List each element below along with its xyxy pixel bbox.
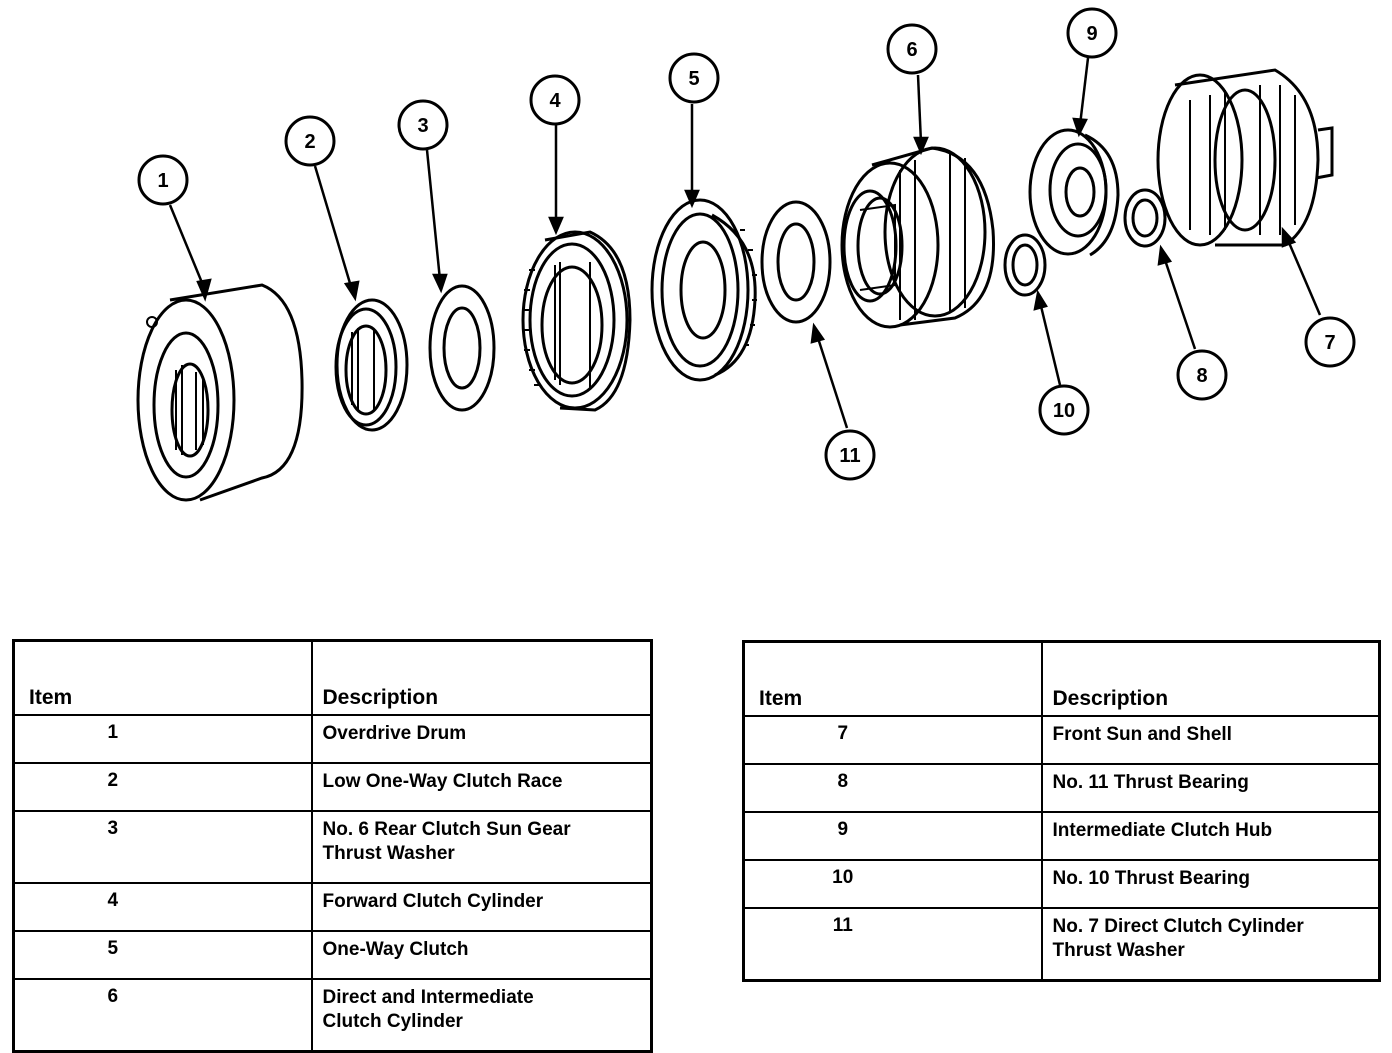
item-description: No. 10 Thrust Bearing (1052, 868, 1250, 889)
item-number: 7 (837, 723, 849, 744)
item-description-line2: Thrust Washer (322, 843, 455, 864)
item-description: Forward Clutch Cylinder (322, 891, 544, 912)
table-row: 5 One-Way Clutch (12, 930, 653, 980)
callout-5: 5 (668, 52, 720, 104)
callout-11: 11 (824, 429, 876, 481)
callout-6: 6 (886, 23, 938, 75)
callout-4: 4 (529, 74, 581, 126)
item-description: Low One-Way Clutch Race (322, 771, 563, 792)
table-row: 9 Intermediate Clutch Hub (742, 811, 1381, 861)
svg-text:8: 8 (1196, 365, 1207, 387)
item-description: No. 7 Direct Clutch Cylinder (1052, 916, 1304, 937)
item-number: 9 (837, 819, 849, 840)
item-description: Direct and Intermediate (322, 987, 534, 1008)
svg-text:6: 6 (906, 39, 917, 61)
item-description: One-Way Clutch (322, 939, 469, 960)
svg-text:9: 9 (1086, 23, 1097, 45)
svg-text:5: 5 (688, 68, 699, 90)
callout-3: 3 (397, 99, 449, 151)
header-description: Description (1040, 640, 1381, 717)
table-row: 1 Overdrive Drum (12, 714, 653, 764)
table-row: 10 No. 10 Thrust Bearing (742, 859, 1381, 909)
callout-8: 8 (1176, 349, 1228, 401)
direct-clutch-cylinder-thrust-washer (760, 200, 832, 324)
parts-table-right: Item Description 7 Front Sun and Shell 8… (742, 640, 1381, 982)
svg-text:7: 7 (1324, 332, 1335, 354)
item-number: 4 (107, 890, 119, 911)
svg-text:4: 4 (549, 90, 561, 112)
table-row: 2 Low One-Way Clutch Race (12, 762, 653, 812)
svg-text:2: 2 (304, 131, 315, 153)
item-description-line2: Thrust Washer (1052, 940, 1185, 961)
item-number: 8 (837, 771, 849, 792)
item-description: Front Sun and Shell (1052, 724, 1232, 745)
item-number: 1 (107, 722, 119, 743)
parts-table-left: Item Description 1 Overdrive Drum 2 Low … (12, 639, 653, 1053)
table-row: 8 No. 11 Thrust Bearing (742, 763, 1381, 813)
table-row: 4 Forward Clutch Cylinder (12, 882, 653, 932)
no-10-thrust-bearing (1003, 233, 1047, 297)
header-item: Item (12, 639, 313, 716)
low-one-way-clutch-race (334, 298, 409, 432)
item-description: No. 6 Rear Clutch Sun Gear (322, 819, 571, 840)
callout-1: 1 (137, 154, 189, 206)
header-item: Item (742, 640, 1043, 717)
forward-clutch-cylinder (521, 230, 632, 412)
direct-intermediate-clutch-cylinder (840, 146, 996, 329)
table-header-row: Item Description (742, 640, 1381, 717)
callout-10: 10 (1038, 384, 1090, 436)
intermediate-clutch-hub (1028, 128, 1120, 257)
item-number: 5 (107, 938, 119, 959)
table-header-row: Item Description (12, 639, 653, 716)
no-11-thrust-bearing (1123, 188, 1167, 248)
callout-7: 7 (1304, 316, 1356, 368)
item-number: 6 (107, 986, 119, 1007)
table-row: 7 Front Sun and Shell (742, 715, 1381, 765)
item-description: Overdrive Drum (322, 723, 467, 744)
item-description: Intermediate Clutch Hub (1052, 820, 1273, 841)
item-description: No. 11 Thrust Bearing (1052, 772, 1249, 793)
callout-9: 9 (1066, 7, 1118, 59)
svg-text:11: 11 (839, 445, 860, 467)
overdrive-drum (136, 283, 304, 502)
svg-text:10: 10 (1053, 400, 1075, 422)
header-description: Description (310, 639, 653, 716)
front-sun-and-shell (1156, 68, 1334, 247)
callout-2: 2 (284, 115, 336, 167)
item-number: 11 (832, 915, 853, 936)
item-number: 10 (832, 867, 854, 888)
item-number: 3 (107, 818, 119, 839)
svg-text:1: 1 (157, 170, 168, 192)
exploded-view-diagram: 1 2 3 4 5 6 7 8 9 10 11 (136, 7, 1356, 502)
svg-text:3: 3 (417, 115, 428, 137)
one-way-clutch (650, 198, 757, 382)
rear-clutch-sun-gear-thrust-washer (428, 284, 496, 412)
item-description-line2: Clutch Cylinder (322, 1011, 463, 1032)
item-number: 2 (107, 770, 119, 791)
